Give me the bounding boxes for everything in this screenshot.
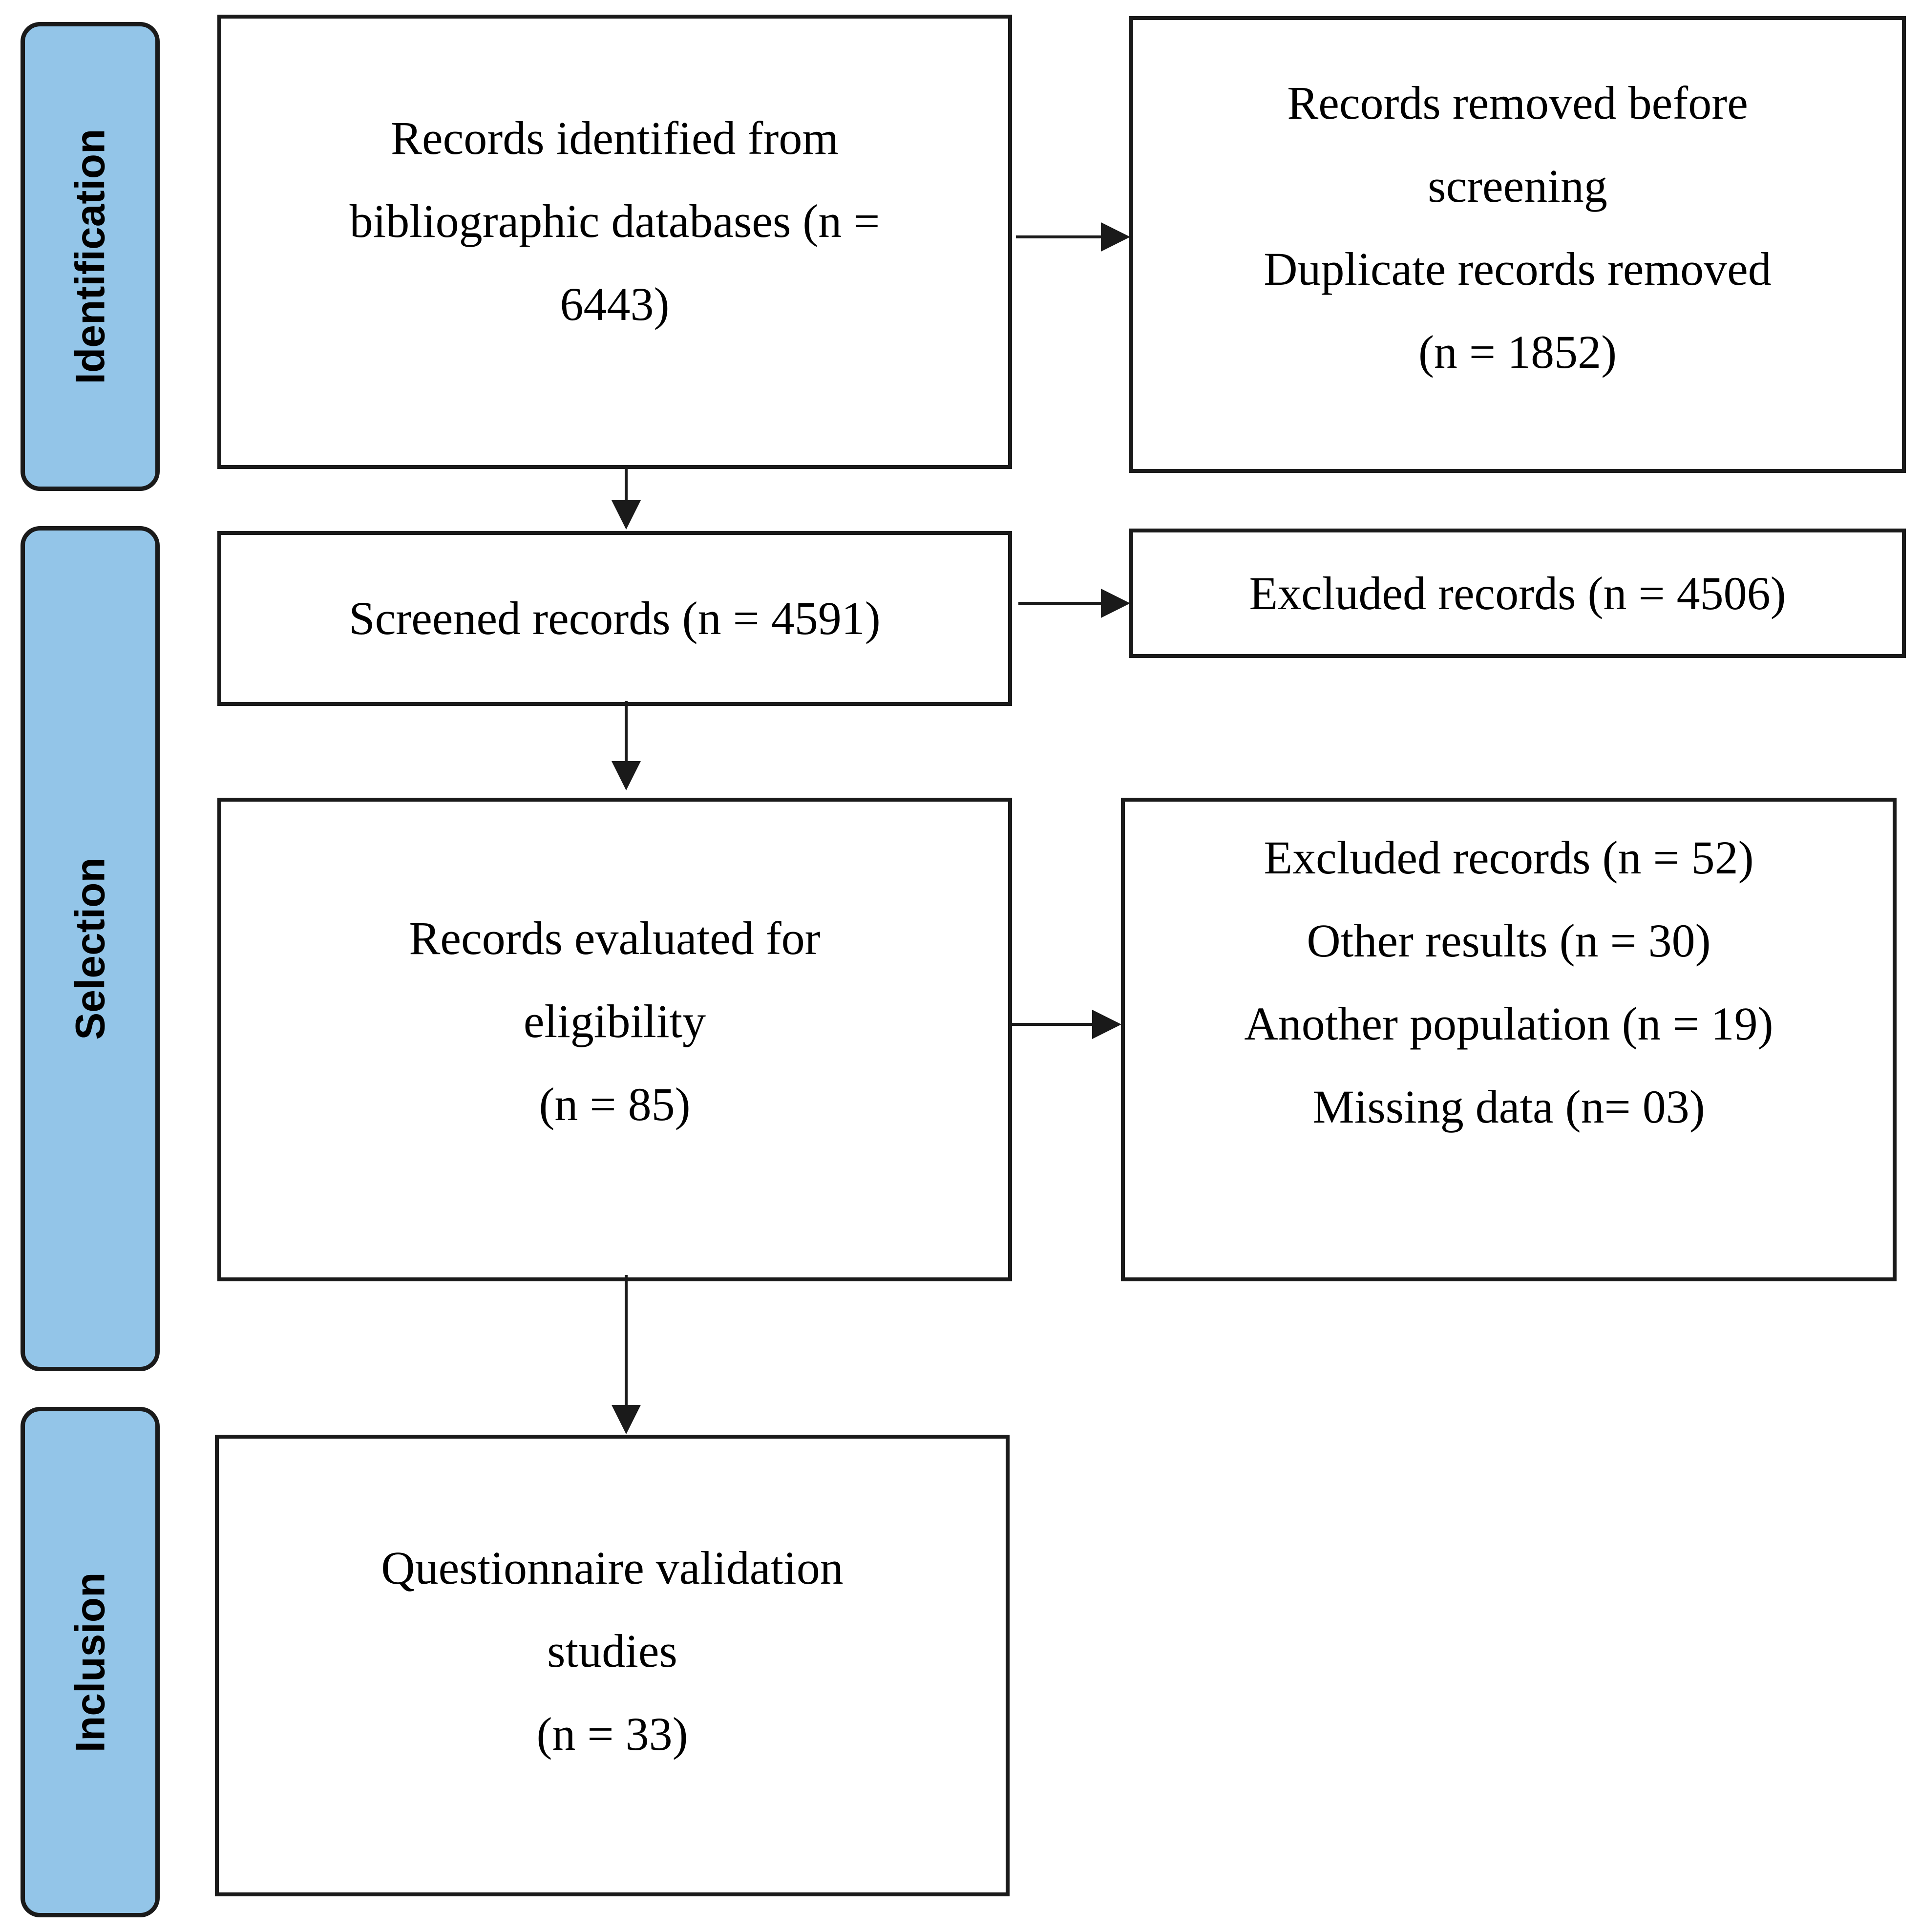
removed-records-box: Records removed before screening Duplica… — [1129, 16, 1906, 473]
phase-identification: Identification — [21, 22, 160, 491]
excluded-eligibility-line-4: Missing data (n= 03) — [1312, 1081, 1705, 1133]
excluded-eligibility-line-3: Another population (n = 19) — [1244, 998, 1773, 1050]
evaluated-line-1: Records evaluated for — [409, 912, 821, 964]
identified-line-2: bibliographic databases (n = — [349, 195, 880, 247]
excluded-eligibility-line-1: Excluded records (n = 52) — [1264, 831, 1754, 884]
screened-records-box: Screened records (n = 4591) — [217, 531, 1012, 706]
included-line-2: studies — [547, 1625, 677, 1677]
phase-inclusion: Inclusion — [21, 1407, 160, 1917]
screened-line-1: Screened records (n = 4591) — [349, 592, 881, 644]
removed-line-3: Duplicate records removed — [1264, 243, 1772, 295]
removed-line-4: (n = 1852) — [1418, 326, 1617, 378]
identified-line-1: Records identified from — [390, 112, 839, 164]
excluded-eligibility-box: Excluded records (n = 52) Other results … — [1121, 798, 1897, 1281]
phase-selection: Selection — [21, 526, 160, 1371]
evaluated-records-box: Records evaluated for eligibility (n = 8… — [217, 798, 1012, 1281]
identified-line-3: 6443) — [560, 278, 670, 330]
evaluated-line-2: eligibility — [523, 995, 706, 1047]
excluded-screening-box: Excluded records (n = 4506) — [1129, 529, 1906, 658]
included-line-1: Questionnaire validation — [381, 1542, 844, 1594]
included-studies-box: Questionnaire validation studies (n = 33… — [215, 1435, 1010, 1896]
removed-line-2: screening — [1428, 160, 1607, 212]
excluded-eligibility-line-2: Other results (n = 30) — [1307, 914, 1711, 967]
identified-records-box: Records identified from bibliographic da… — [217, 15, 1012, 469]
evaluated-line-3: (n = 85) — [539, 1078, 691, 1130]
included-line-3: (n = 33) — [536, 1708, 688, 1760]
removed-line-1: Records removed before — [1287, 77, 1748, 129]
excluded-screening-line-1: Excluded records (n = 4506) — [1249, 567, 1786, 619]
